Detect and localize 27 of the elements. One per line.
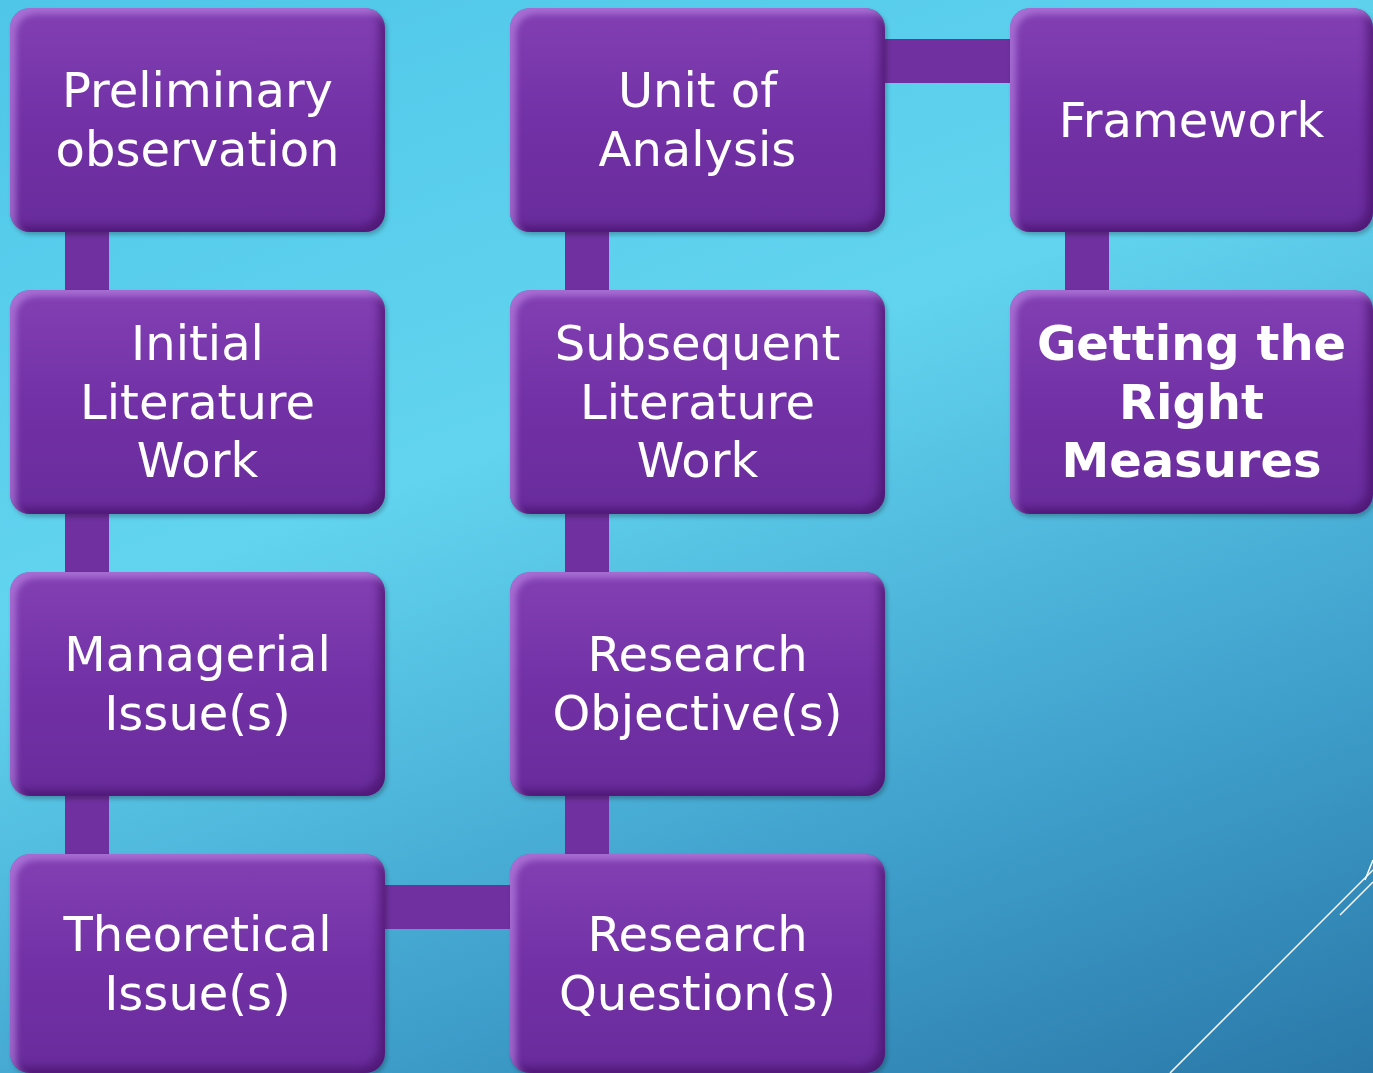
process-box xyxy=(10,8,385,232)
connector xyxy=(565,232,609,290)
process-box xyxy=(510,8,885,232)
process-box xyxy=(10,572,385,796)
connector xyxy=(385,885,510,929)
box-label: Research Objective(s) xyxy=(551,625,844,743)
process-box xyxy=(10,854,385,1073)
connector xyxy=(565,796,609,854)
box-label: Framework xyxy=(1058,90,1325,150)
process-box xyxy=(510,854,885,1073)
process-box xyxy=(510,572,885,796)
connector xyxy=(1065,232,1109,290)
connector xyxy=(65,514,109,572)
box-label: Subsequent Literature Work xyxy=(553,314,842,490)
box-label: Unit of Analysis xyxy=(597,61,798,179)
connector xyxy=(885,39,1010,83)
process-box xyxy=(1010,290,1373,514)
box-label: Managerial Issue(s) xyxy=(63,625,332,743)
box-label: Initial Literature Work xyxy=(79,314,316,490)
process-box xyxy=(10,290,385,514)
box-label: Theoretical Issue(s) xyxy=(62,904,333,1023)
connector xyxy=(65,232,109,290)
process-box xyxy=(1010,8,1373,232)
box-label: Research Question(s) xyxy=(557,904,838,1023)
process-box xyxy=(510,290,885,514)
box-label: Preliminary observation xyxy=(54,61,341,179)
box-label: Getting the Right Measures xyxy=(1035,314,1348,490)
